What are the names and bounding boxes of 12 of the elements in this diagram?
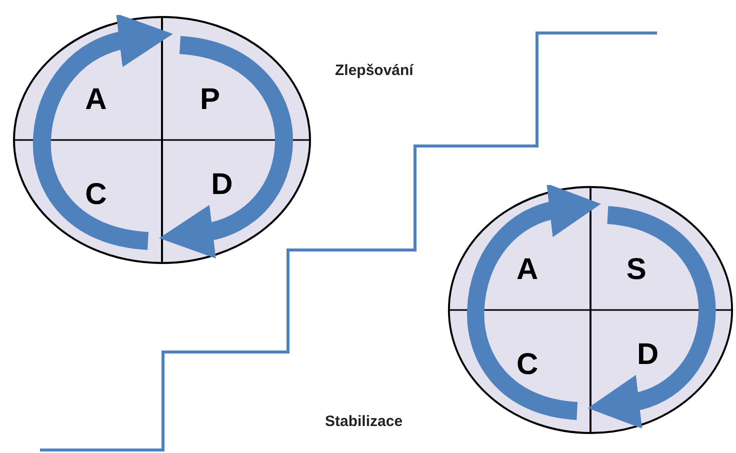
quadrant-letter: C xyxy=(516,350,538,380)
cycle-ellipse xyxy=(447,185,734,435)
quadrant-letter: D xyxy=(211,170,233,200)
stage-label: Stabilizace xyxy=(325,413,403,430)
quadrant-letter: S xyxy=(626,255,646,285)
quadrant-letter: D xyxy=(637,340,659,370)
stage-label: Zlepšování xyxy=(335,62,414,79)
cycle-ellipse xyxy=(12,15,312,265)
quadrant-letter: P xyxy=(200,85,220,115)
quadrant-letter: A xyxy=(85,85,107,115)
quadrant-letter: C xyxy=(85,180,107,210)
quadrant-letter: A xyxy=(516,255,538,285)
